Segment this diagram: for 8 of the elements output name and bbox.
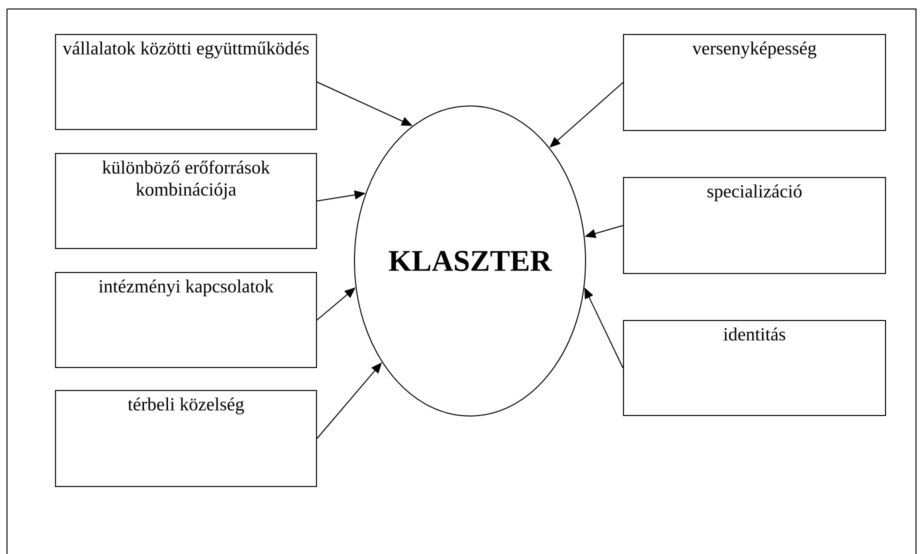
text-box: versenyképesség <box>623 34 886 131</box>
text-box: specializáció <box>623 177 886 274</box>
text-box: intézményi kapcsolatok <box>55 272 317 368</box>
text-box: különböző erőforrások kombinációja <box>55 153 317 249</box>
text-box: identitás <box>623 320 886 416</box>
ellipse-node: KLASZTER <box>354 106 586 416</box>
text-box: térbeli közelség <box>55 390 317 487</box>
text-box: vállalatok közötti együttműködés <box>55 34 317 130</box>
